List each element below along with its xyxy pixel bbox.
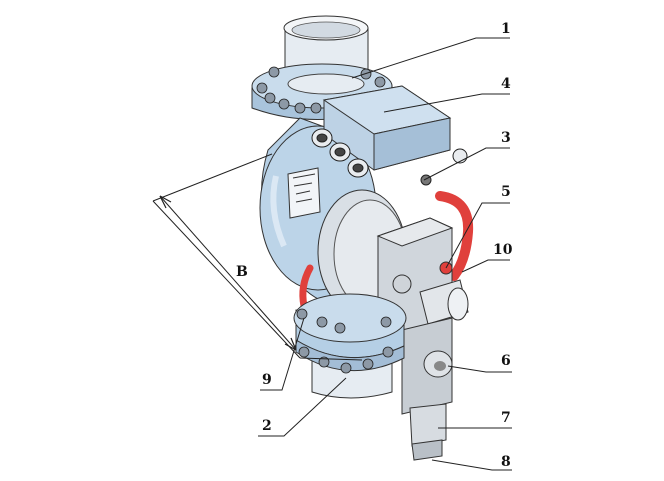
callout-2: 2 [262,418,272,434]
callout-10: 10 [493,242,513,258]
lower-actuator-column [401,317,453,415]
red-hose [299,191,474,310]
bottom-stem [409,403,447,461]
callout-7: 7 [501,410,511,426]
leader-lines [258,37,512,471]
junction-box [322,85,452,171]
callout-9: 9 [262,372,272,388]
callout-4: 4 [501,76,511,92]
bottom-flange-bolts [296,308,394,374]
callout-6: 6 [501,353,511,369]
callout-3: 3 [501,130,511,146]
callout-numbers: 1 4 3 5 10 6 9 7 2 8 [262,21,513,470]
dimension-b [152,153,363,361]
callout-5: 5 [501,184,511,200]
dimension-label-b: B [236,264,248,280]
cable-glands [311,128,468,186]
callout-8: 8 [501,454,511,470]
nameplate [287,167,321,219]
callout-1: 1 [501,21,511,37]
